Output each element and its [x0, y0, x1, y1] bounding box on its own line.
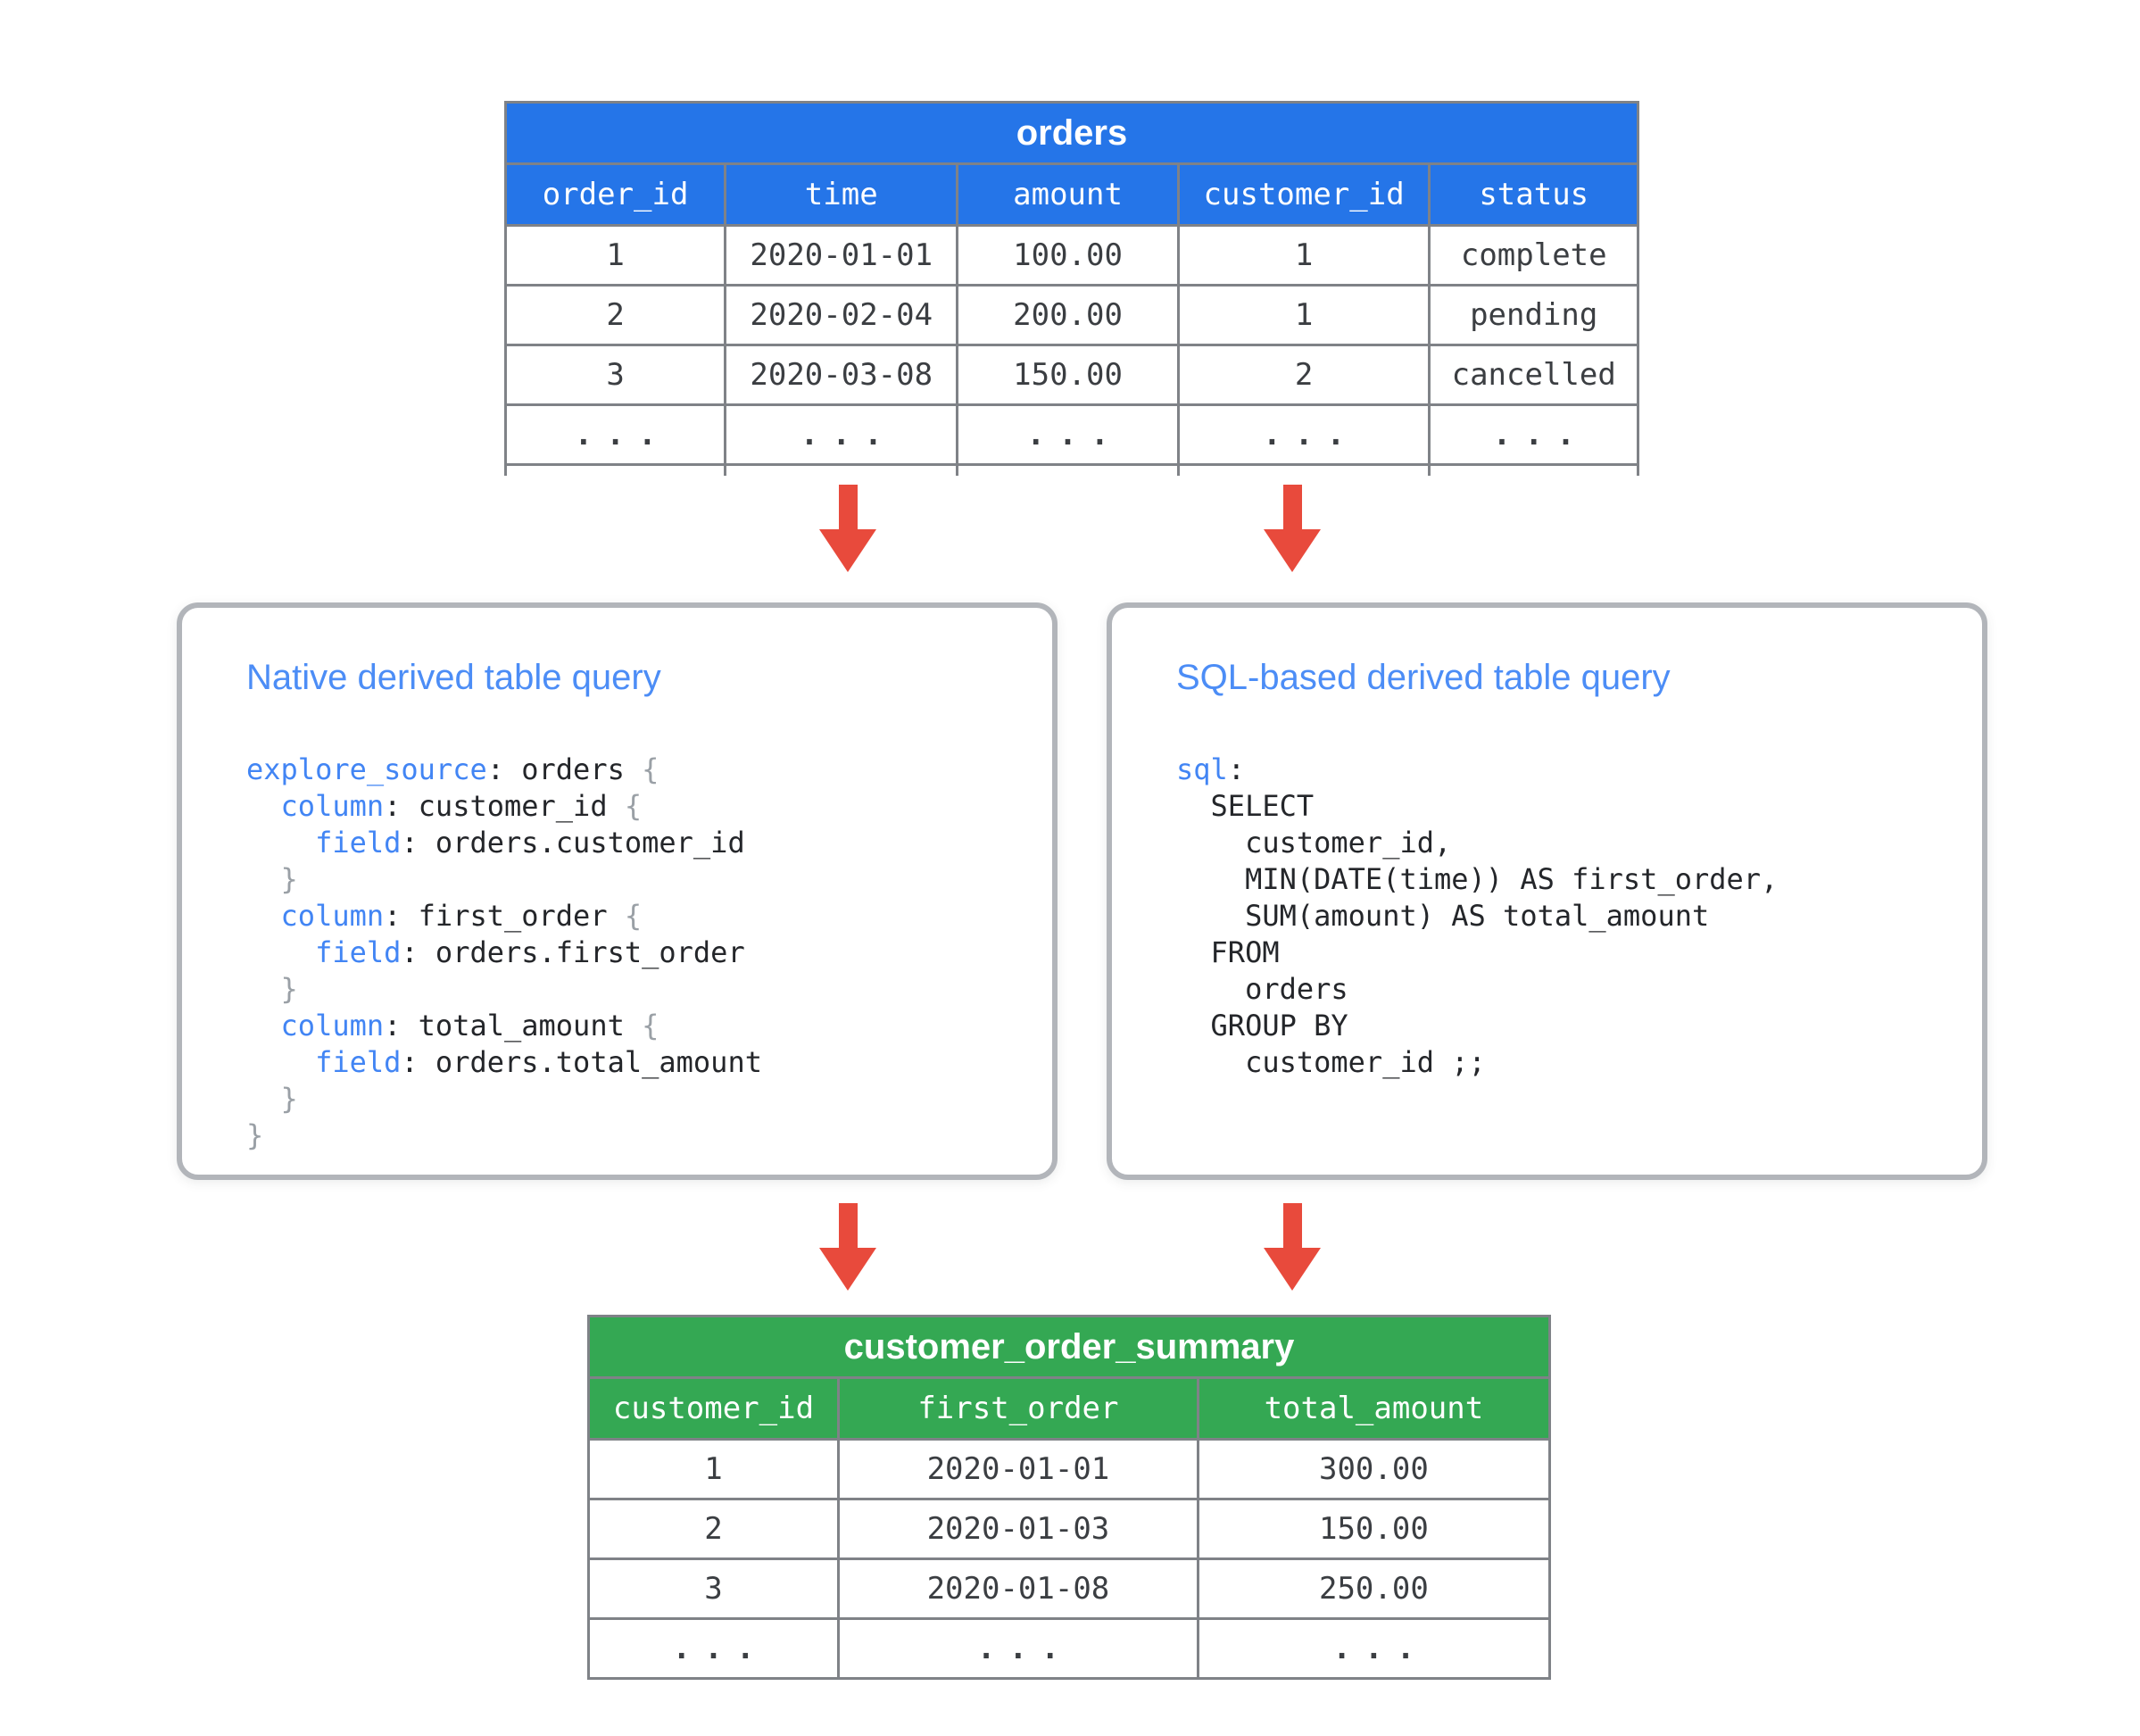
code-line: } — [246, 1118, 264, 1152]
table-cell: 2 — [586, 1498, 841, 1560]
table-cell: 150.00 — [956, 344, 1180, 406]
down-arrow-icon — [819, 485, 876, 572]
column-header: status — [1428, 162, 1639, 227]
native-box-title: Native derived table query — [246, 658, 661, 697]
sql-box-title: SQL-based derived table query — [1176, 658, 1671, 697]
native-derived-table-box: Native derived table query explore_sourc… — [177, 602, 1058, 1180]
table-cell: 1 — [1176, 284, 1431, 346]
code-line: field: orders.total_amount — [315, 1045, 762, 1079]
native-box-code: explore_source: orders { column: custome… — [246, 752, 1052, 1154]
code-line: sql: — [1176, 752, 1246, 786]
table-cell: 2020-01-03 — [837, 1498, 1199, 1560]
arrow-head — [1264, 529, 1321, 572]
table-cell: 2020-01-01 — [837, 1438, 1199, 1500]
table-cell: 2020-03-08 — [724, 344, 959, 406]
table-cell: ... — [724, 403, 959, 466]
code-line: SUM(amount) AS total_amount — [1176, 899, 1710, 933]
table-cell: 2020-01-01 — [724, 224, 959, 287]
table-cell: 100.00 — [956, 224, 1180, 287]
table-cell: ... — [586, 1617, 841, 1680]
table-cell — [1176, 463, 1431, 476]
table-cell: pending — [1428, 284, 1639, 346]
code-line: } — [280, 1082, 298, 1116]
table-cell: 1 — [1176, 224, 1431, 287]
table-row — [504, 463, 1639, 476]
table-row: ......... — [586, 1617, 1552, 1680]
table-cell: 150.00 — [1196, 1498, 1552, 1560]
column-header: first_order — [837, 1376, 1199, 1441]
code-line: } — [280, 972, 298, 1006]
table-row: ............... — [504, 403, 1639, 466]
code-line: orders — [1176, 972, 1348, 1006]
down-arrow-icon — [819, 1203, 876, 1291]
code-line: customer_id, — [1176, 826, 1452, 860]
down-arrow-icon — [1264, 485, 1321, 572]
table-cell: 300.00 — [1196, 1438, 1552, 1500]
code-line: GROUP BY — [1176, 1009, 1348, 1042]
table-cell: ... — [1428, 403, 1639, 466]
arrow-head — [819, 529, 876, 572]
column-header: customer_id — [586, 1376, 841, 1441]
column-header: total_amount — [1196, 1376, 1552, 1441]
column-header: order_id — [504, 162, 727, 227]
table-cell: 2020-02-04 — [724, 284, 959, 346]
arrow-shaft — [838, 485, 858, 529]
code-line: } — [280, 862, 298, 896]
code-line: MIN(DATE(time)) AS first_order, — [1176, 862, 1779, 896]
table-cell: 2 — [1176, 344, 1431, 406]
column-header: time — [724, 162, 959, 227]
table-cell: ... — [504, 403, 727, 466]
table-cell: 2 — [504, 284, 727, 346]
code-line: column: first_order { — [280, 899, 643, 933]
sql-derived-table-box: SQL-based derived table query sql: SELEC… — [1107, 602, 1987, 1180]
table-cell: 1 — [586, 1438, 841, 1500]
sql-box-code: sql: SELECT customer_id, MIN(DATE(time))… — [1176, 752, 1982, 1081]
column-header: amount — [956, 162, 1180, 227]
table-cell: 3 — [504, 344, 727, 406]
table-cell: cancelled — [1428, 344, 1639, 406]
table-cell: ... — [1196, 1617, 1552, 1680]
arrow-shaft — [1282, 1203, 1302, 1248]
code-line: customer_id ;; — [1176, 1045, 1486, 1079]
arrow-shaft — [838, 1203, 858, 1248]
table-cell — [504, 463, 727, 476]
table-title: orders — [504, 101, 1639, 165]
table-cell: 1 — [504, 224, 727, 287]
table-cell: ... — [1176, 403, 1431, 466]
column-header: customer_id — [1176, 162, 1431, 227]
table-cell: 3 — [586, 1557, 841, 1620]
arrow-shaft — [1282, 485, 1302, 529]
table-cell: ... — [837, 1617, 1199, 1680]
table-cell: 2020-01-08 — [837, 1557, 1199, 1620]
code-line: FROM — [1176, 935, 1280, 969]
code-line: SELECT — [1176, 789, 1315, 823]
table-cell: 250.00 — [1196, 1557, 1552, 1620]
code-line: explore_source: orders { — [246, 752, 659, 786]
down-arrow-icon — [1264, 1203, 1321, 1291]
table-cell — [1428, 463, 1639, 476]
table-cell: ... — [956, 403, 1180, 466]
code-line: column: total_amount { — [280, 1009, 659, 1042]
code-line: column: customer_id { — [280, 789, 643, 823]
arrow-head — [819, 1248, 876, 1291]
arrow-head — [1264, 1248, 1321, 1291]
table-cell — [724, 463, 959, 476]
table-title: customer_order_summary — [587, 1315, 1551, 1379]
table-cell — [956, 463, 1180, 476]
table-cell: complete — [1428, 224, 1639, 287]
table-cell: 200.00 — [956, 284, 1180, 346]
code-line: field: orders.customer_id — [315, 826, 745, 860]
code-line: field: orders.first_order — [315, 935, 745, 969]
